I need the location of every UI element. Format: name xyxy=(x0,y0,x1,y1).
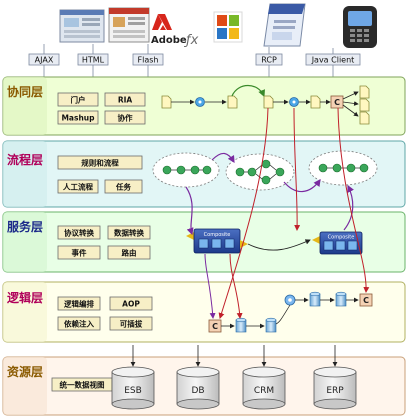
document-icon xyxy=(227,95,238,109)
tech-html-label: HTML xyxy=(82,56,105,65)
resource-box-unified-view: 统一数据视图 xyxy=(60,380,105,390)
layer-collaboration: 协同层 xyxy=(2,76,406,136)
process-flow-2 xyxy=(225,153,295,191)
document-icon xyxy=(359,85,370,99)
document-icon xyxy=(359,98,370,112)
tech-rcp: RCP xyxy=(255,53,283,66)
process-box-rules: 规则和流程 xyxy=(81,158,119,168)
layer-service-title: 服务层 xyxy=(7,219,43,234)
document-icon xyxy=(359,111,370,125)
gear-icon xyxy=(195,97,205,107)
collab-boxes: 门户 RIA Mashup 协作 xyxy=(57,92,146,125)
resource-crm: CRM xyxy=(242,366,286,410)
database-icon xyxy=(335,291,347,307)
document-icon xyxy=(263,95,274,109)
process-box-task: 任务 xyxy=(115,182,131,192)
tech-html: HTML xyxy=(77,53,109,66)
tech-flash: Flash xyxy=(132,53,164,66)
component-c-icon: C xyxy=(330,95,344,109)
rcp-card-icon xyxy=(263,3,306,47)
tech-ajax: AJAX xyxy=(28,53,60,66)
component-c-label: C xyxy=(212,322,218,331)
composite-label-2: Composite xyxy=(328,235,355,241)
database-icon xyxy=(309,291,321,307)
logic-box-aop: AOP xyxy=(122,300,140,309)
component-c-label: C xyxy=(334,98,340,107)
service-boxes: 协议转换 数据转换 事件 路由 xyxy=(57,225,151,260)
resource-box: 统一数据视图 xyxy=(51,377,113,392)
browser-window-icon xyxy=(59,9,105,43)
document-icon xyxy=(310,95,321,109)
resource-cylinders: ESB DB CRM ERP xyxy=(111,366,357,410)
database-icon xyxy=(265,317,277,333)
logic-box-pluggable: 可插拔 xyxy=(120,319,143,329)
layer-process-title: 流程层 xyxy=(7,152,43,167)
logic-box-di: 依赖注入 xyxy=(64,319,94,329)
phone-icon xyxy=(343,6,377,48)
resource-erp: ERP xyxy=(313,366,357,410)
adobe-logo: Adobe xyxy=(151,14,187,46)
layer-resource-title: 资源层 xyxy=(7,364,43,379)
gear-icon xyxy=(289,97,299,107)
resource-crm-label: CRM xyxy=(254,386,274,396)
flex-logo-text: ƒx xyxy=(183,33,199,48)
web-page-icon xyxy=(108,7,150,43)
collab-flow: C xyxy=(161,84,370,125)
composite-component-2: Composite xyxy=(312,231,363,255)
process-boxes: 规则和流程 人工流程 任务 xyxy=(57,155,143,194)
database-icon xyxy=(235,317,247,333)
component-c-icon: C xyxy=(208,319,222,333)
collab-box-ria: RIA xyxy=(118,96,133,105)
tech-java-client-label: Java Client xyxy=(311,56,355,65)
collab-box-mashup: Mashup xyxy=(61,114,95,123)
collab-box-collaboration: 协作 xyxy=(118,113,133,123)
flex-logo: ƒx xyxy=(183,33,199,48)
logic-boxes: 逻辑编排 AOP 依赖注入 可插拔 xyxy=(57,296,153,331)
gear-icon xyxy=(284,294,296,306)
tech-flash-label: Flash xyxy=(138,56,159,65)
layer-collaboration-title: 协同层 xyxy=(7,84,43,99)
service-box-event: 事件 xyxy=(72,248,87,258)
adobe-logo-text: Adobe xyxy=(151,35,187,46)
technology-labels: AJAX HTML Flash RCP Java Client xyxy=(28,44,361,77)
document-icon xyxy=(161,95,172,109)
client-icons: Adobe ƒx xyxy=(59,3,377,48)
service-box-data: 数据转换 xyxy=(114,228,144,238)
cross-layer-arrows xyxy=(130,107,370,367)
service-box-routing: 路由 xyxy=(122,248,137,258)
service-box-protocol: 协议转换 xyxy=(64,228,94,238)
tech-java-client: Java Client xyxy=(305,53,361,66)
tech-ajax-label: AJAX xyxy=(35,56,54,65)
layer-logic-title: 逻辑层 xyxy=(7,290,43,305)
resource-db: DB xyxy=(176,366,220,410)
logic-box-orchestration: 逻辑编排 xyxy=(63,299,94,309)
resource-esb: ESB xyxy=(111,366,155,410)
office-logo xyxy=(213,11,243,43)
tech-rcp-label: RCP xyxy=(261,56,277,65)
composite-component-1: Composite xyxy=(186,228,248,254)
process-box-human: 人工流程 xyxy=(63,182,93,192)
process-flow-1 xyxy=(152,152,220,188)
layer-logic: 逻辑层 xyxy=(2,281,406,343)
component-c-label: C xyxy=(363,296,369,305)
collab-box-portal: 门户 xyxy=(71,95,86,105)
component-c-icon: C xyxy=(359,293,373,307)
composite-label-1: Composite xyxy=(204,232,231,238)
resource-erp-label: ERP xyxy=(326,386,344,396)
resource-esb-label: ESB xyxy=(124,386,142,396)
resource-db-label: DB xyxy=(191,386,204,396)
logic-flow: C C xyxy=(208,291,373,333)
